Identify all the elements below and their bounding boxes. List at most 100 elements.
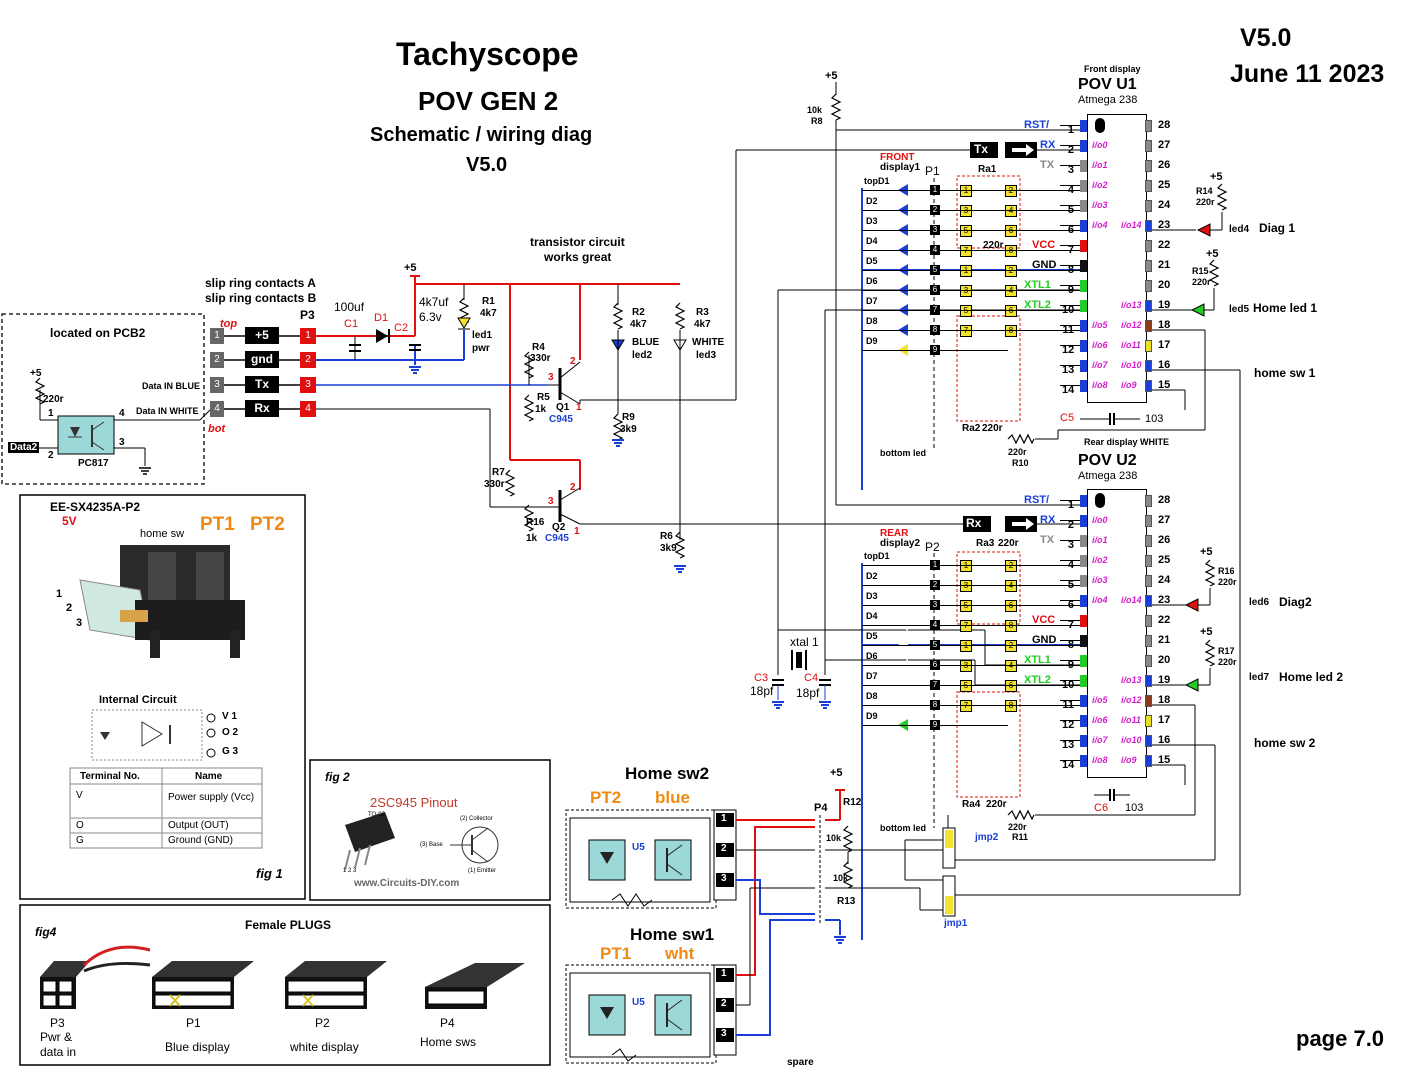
- u1-rpin-stub: [1145, 300, 1152, 312]
- u1-pin-label: RX: [1040, 139, 1056, 151]
- r4-label: R4: [532, 342, 545, 353]
- disp1-ra-out: 6: [1005, 225, 1017, 237]
- u1-io-label: i/o2: [1092, 180, 1108, 190]
- u2-rio-label: i/o10: [1121, 735, 1142, 745]
- r14-label: R14: [1196, 186, 1213, 196]
- u1-left-wire: [1060, 185, 1086, 186]
- p3-red-3: 3: [300, 377, 316, 393]
- disp1-ra1: Ra1: [978, 164, 997, 175]
- disp2-ra3-val: 220r: [998, 538, 1019, 549]
- u2-pin-stub: [1080, 495, 1087, 507]
- disp2-led-label: D7: [866, 671, 878, 681]
- u2-left-wire: [1060, 620, 1086, 621]
- r15-label: R15: [1192, 266, 1209, 276]
- page-subtitle-version: V5.0: [466, 154, 508, 176]
- u1-rpin-stub: [1145, 140, 1152, 152]
- c6-label: C6: [1094, 802, 1109, 814]
- fig1-pin-g: G 3: [222, 746, 239, 757]
- disp1-p-pin: 9: [930, 345, 940, 355]
- u1-pin-stub: [1080, 280, 1087, 292]
- u2-rpin-stub: [1145, 675, 1152, 687]
- disp1-led-wire: [862, 250, 932, 251]
- disp1-led-label: D8: [866, 316, 878, 326]
- r17-value: 220r: [1218, 657, 1237, 667]
- u1-rpin-num: 16: [1158, 359, 1171, 371]
- disp1-led-wire: [862, 270, 932, 271]
- jmp2-label: jmp2: [975, 832, 999, 843]
- u2-rpin-stub: [1145, 515, 1152, 527]
- fig1-row2-b: Output (OUT): [168, 820, 229, 831]
- slip-note-1: slip ring contacts A: [205, 276, 316, 290]
- fig2-title: 2SC945 Pinout: [370, 795, 458, 810]
- home-r12v: 10k: [826, 833, 842, 843]
- u1-io-label: i/o4: [1092, 220, 1108, 230]
- disp2-ra-out: 2: [1005, 560, 1017, 572]
- disp1-ra-wire: [940, 330, 1080, 331]
- r5-label: R5: [537, 392, 550, 403]
- disp1-led-label: D2: [866, 196, 878, 206]
- fig1-table-head-1: Terminal No.: [80, 771, 140, 782]
- u2-rpin-num: 26: [1158, 534, 1171, 546]
- u1-rpin-stub: [1145, 180, 1152, 192]
- u1-rpin-stub: [1145, 200, 1152, 212]
- u2-rpin-stub: [1145, 735, 1152, 747]
- disp1-ra-wire: [940, 350, 1008, 351]
- u2-pin-label: VCC: [1032, 614, 1056, 626]
- home-sw-conn2-pin1: 1: [721, 813, 727, 824]
- opto-part: PC817: [78, 458, 109, 469]
- r4-value: 330r: [530, 353, 551, 364]
- c4-label: C4: [804, 672, 819, 684]
- fig1-n1: 1: [56, 588, 63, 600]
- disp2-ra-out: 8: [1005, 700, 1017, 712]
- q1-label: Q1: [556, 402, 570, 413]
- p3-red-2: 2: [300, 352, 316, 368]
- u2-pin-label: XTL1: [1024, 654, 1051, 666]
- u1-rio-label: i/o14: [1121, 220, 1142, 230]
- u1-pin-stub: [1080, 380, 1087, 392]
- p3-name-rx: Rx: [245, 400, 279, 417]
- r10-val: 220r: [1008, 447, 1027, 457]
- homesw1-label: home sw 1: [1254, 366, 1316, 380]
- u1-rpin-stub: [1145, 120, 1152, 132]
- fig1-row3-b: Ground (GND): [168, 835, 234, 846]
- c5-label: C5: [1060, 412, 1075, 424]
- led4-label: led4: [1229, 224, 1250, 235]
- u1-pin-label: VCC: [1032, 239, 1056, 251]
- home1-label: Home led 1: [1253, 301, 1318, 315]
- disp1-ra-out: 2: [1005, 185, 1017, 197]
- c2-voltage: 6.3v: [419, 310, 442, 324]
- u2-io-label: i/o5: [1092, 695, 1108, 705]
- u2-left-wire: [1060, 520, 1086, 521]
- u2-pin-stub: [1080, 595, 1087, 607]
- u2-caption: Rear display WHITE: [1084, 437, 1170, 447]
- u1-rpin-num: 21: [1158, 259, 1171, 271]
- disp1-p-pin: 6: [930, 285, 940, 295]
- r16-value: 1k: [526, 533, 538, 544]
- u2-left-wire: [1060, 700, 1086, 701]
- home-sw-conn1-pin2: 2: [721, 998, 727, 1009]
- u1-pin-num: 14: [1062, 384, 1075, 396]
- page-title: Tachyscope: [396, 36, 579, 72]
- home-sw-conn2-pin2: 2: [721, 843, 727, 854]
- u1-io-label: i/o6: [1092, 340, 1108, 350]
- disp2-p-pin: 2: [930, 580, 940, 590]
- disp1-ra-wire: [940, 230, 1080, 231]
- home-sw1-color: wht: [665, 944, 695, 963]
- disp1-led-label: D3: [866, 216, 878, 226]
- u2-pin-stub: [1080, 615, 1087, 627]
- u1-rpin-num: 17: [1158, 339, 1171, 351]
- disp1-ra-wire: [940, 210, 1080, 211]
- disp1-p-pin: 1: [930, 185, 940, 195]
- u2-rpin-num: 17: [1158, 714, 1171, 726]
- fig1-pt1: PT1: [200, 514, 235, 535]
- u1-pin-label: RST/: [1024, 119, 1050, 131]
- u1-pin-label: XTL1: [1024, 279, 1051, 291]
- fig1-row1-a: V: [76, 790, 83, 801]
- fig4-p2-desc: white display: [290, 1040, 359, 1054]
- u1-rpin-num: 18: [1158, 319, 1171, 331]
- disp2-ra-wire: [940, 725, 1008, 726]
- fig2-label: fig 2: [325, 770, 350, 784]
- u2-pin-stub: [1080, 515, 1087, 527]
- u2-rio-label: i/o11: [1121, 715, 1141, 725]
- r8-label: R8: [811, 116, 823, 126]
